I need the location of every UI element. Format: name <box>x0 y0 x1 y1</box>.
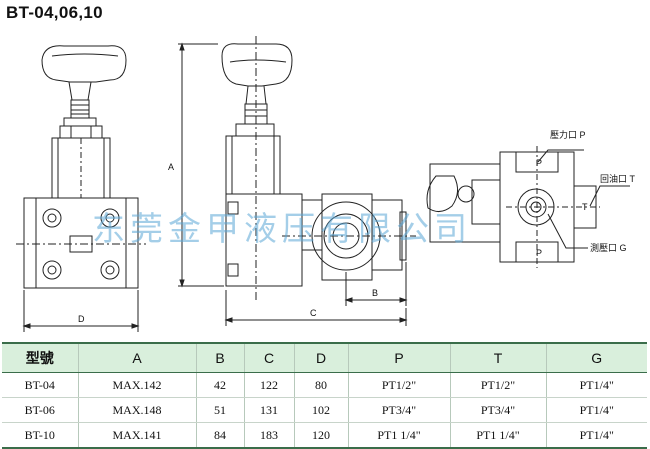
port-p-mark-bottom: P <box>536 248 542 258</box>
dim-d-label: D <box>78 314 85 324</box>
port-g-label: 測壓口 G <box>590 242 627 253</box>
spec-table: 型號 A B C D P T G BT-04 MAX.142 42 122 80… <box>2 342 647 449</box>
port-t-label: 回油口 T <box>600 173 636 184</box>
header-t: T <box>449 342 546 373</box>
dim-b-label: B <box>372 288 378 298</box>
table-header-row: 型號 A B C D P T G <box>2 342 647 373</box>
cell-b: 84 <box>195 422 244 449</box>
header-c: C <box>243 342 294 373</box>
cell-g: PT1/4" <box>545 422 647 449</box>
cell-model: BT-10 <box>2 422 78 449</box>
cell-c: 183 <box>243 422 294 449</box>
cell-d: 80 <box>293 372 348 398</box>
cell-c: 131 <box>243 397 294 423</box>
cell-p: PT1/2" <box>347 372 450 398</box>
header-p: P <box>347 342 450 373</box>
valve-drawing: D A B C 壓力口 P 回油口 T 測壓口 G P P T 东莞金甲液压有限… <box>16 36 636 332</box>
header-g: G <box>545 342 647 373</box>
port-p-mark-top: P <box>536 158 542 168</box>
diagram-title: BT-04,06,10 <box>6 3 103 22</box>
cell-model: BT-04 <box>2 372 78 398</box>
side-view <box>178 36 416 326</box>
cell-g: PT1/4" <box>545 372 647 398</box>
cell-a: MAX.141 <box>77 422 196 449</box>
dim-c-label: C <box>310 308 317 318</box>
header-d: D <box>293 342 348 373</box>
cell-d: 120 <box>293 422 348 449</box>
watermark: 东莞金甲液压有限公司 <box>92 209 472 248</box>
port-t-mark: T <box>582 202 588 212</box>
cell-p: PT3/4" <box>347 397 450 423</box>
cell-p: PT1 1/4" <box>347 422 450 449</box>
dim-a-label: A <box>168 162 174 172</box>
cell-c: 122 <box>243 372 294 398</box>
cell-g: PT1/4" <box>545 397 647 423</box>
table-row: BT-04 MAX.142 42 122 80 PT1/2" PT1/2" PT… <box>2 372 647 398</box>
header-model: 型號 <box>2 342 78 373</box>
cell-b: 51 <box>195 397 244 423</box>
front-view <box>16 45 146 332</box>
cell-b: 42 <box>195 372 244 398</box>
port-p-label: 壓力口 P <box>550 129 586 140</box>
cell-t: PT3/4" <box>449 397 546 423</box>
header-a: A <box>77 342 196 373</box>
cell-d: 102 <box>293 397 348 423</box>
table-row: BT-10 MAX.141 84 183 120 PT1 1/4" PT1 1/… <box>2 422 647 449</box>
header-b: B <box>195 342 244 373</box>
cell-a: MAX.142 <box>77 372 196 398</box>
cell-t: PT1/2" <box>449 372 546 398</box>
cell-t: PT1 1/4" <box>449 422 546 449</box>
cell-a: MAX.148 <box>77 397 196 423</box>
top-view <box>426 146 630 268</box>
table-row: BT-06 MAX.148 51 131 102 PT3/4" PT3/4" P… <box>2 397 647 423</box>
cell-model: BT-06 <box>2 397 78 423</box>
